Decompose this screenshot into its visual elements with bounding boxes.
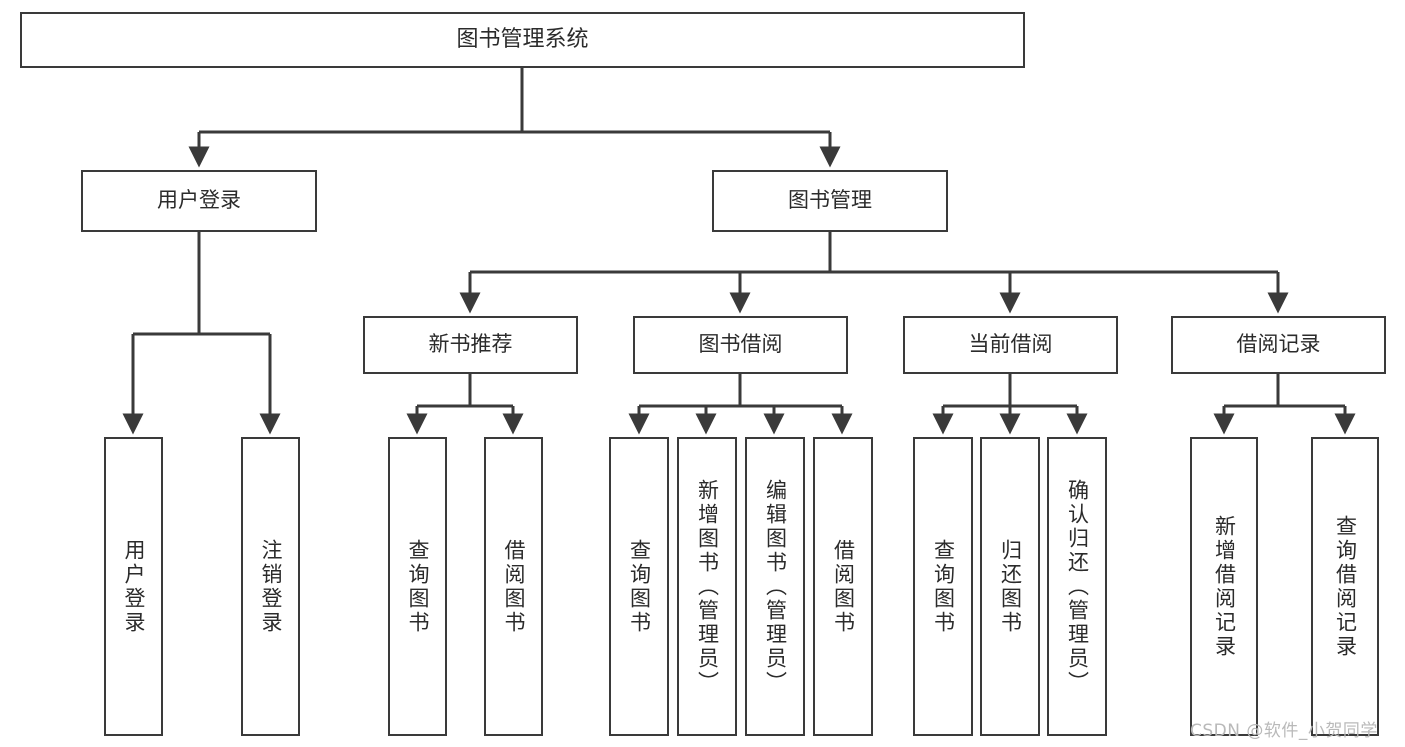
- leaf-edit-book-admin[interactable]: 编辑图书（管理员）: [745, 437, 805, 736]
- leaf-return-book[interactable]: 归还图书: [980, 437, 1040, 736]
- node-user-login[interactable]: 用户登录: [81, 170, 317, 232]
- node-label: 查询图书: [931, 538, 956, 635]
- leaf-user-login[interactable]: 用户登录: [104, 437, 163, 736]
- node-book-management[interactable]: 图书管理: [712, 170, 948, 232]
- leaf-borrow-book[interactable]: 借阅图书: [813, 437, 873, 736]
- node-label: 查询图书: [406, 538, 430, 635]
- leaf-add-book-admin[interactable]: 新增图书（管理员）: [677, 437, 737, 736]
- leaf-add-borrow-record[interactable]: 新增借阅记录: [1190, 437, 1258, 736]
- node-label: 图书借阅: [698, 332, 783, 357]
- leaf-user-logout[interactable]: 注销登录: [241, 437, 300, 736]
- node-label: 归还图书: [998, 538, 1023, 635]
- node-borrow-record[interactable]: 借阅记录: [1171, 316, 1386, 374]
- node-label: 新书推荐: [428, 332, 513, 357]
- node-new-book-recommend[interactable]: 新书推荐: [363, 316, 578, 374]
- node-label: 图书管理: [788, 188, 872, 213]
- node-current-borrow[interactable]: 当前借阅: [903, 316, 1118, 374]
- node-label: 注销登录: [259, 538, 283, 635]
- leaf-query-borrow-record[interactable]: 查询借阅记录: [1311, 437, 1379, 736]
- node-label: 编辑图书（管理员）: [763, 478, 788, 695]
- node-label: 确认归还（管理员）: [1065, 478, 1090, 695]
- node-label: 查询借阅记录: [1333, 514, 1358, 659]
- node-label: 借阅图书: [831, 538, 856, 635]
- node-label: 用户登录: [122, 538, 146, 635]
- leaf-query-book-recommend[interactable]: 查询图书: [388, 437, 447, 736]
- leaf-query-book-borrow[interactable]: 查询图书: [609, 437, 669, 736]
- leaf-confirm-return-admin[interactable]: 确认归还（管理员）: [1047, 437, 1107, 736]
- node-label: 查询图书: [627, 538, 652, 635]
- leaf-borrow-book-recommend[interactable]: 借阅图书: [484, 437, 543, 736]
- node-label: 新增图书（管理员）: [695, 478, 720, 695]
- node-label: 当前借阅: [968, 332, 1053, 357]
- node-book-borrow[interactable]: 图书借阅: [633, 316, 848, 374]
- node-label: 借阅记录: [1236, 332, 1321, 357]
- csdn-watermark: CSDN @软件_小贺同学: [1190, 721, 1378, 741]
- node-label: 图书管理系统: [456, 26, 589, 52]
- node-label: 用户登录: [157, 188, 241, 213]
- leaf-query-book-current[interactable]: 查询图书: [913, 437, 973, 736]
- node-root-book-management-system[interactable]: 图书管理系统: [20, 12, 1025, 68]
- node-label: 借阅图书: [502, 538, 526, 635]
- node-label: 新增借阅记录: [1212, 514, 1237, 659]
